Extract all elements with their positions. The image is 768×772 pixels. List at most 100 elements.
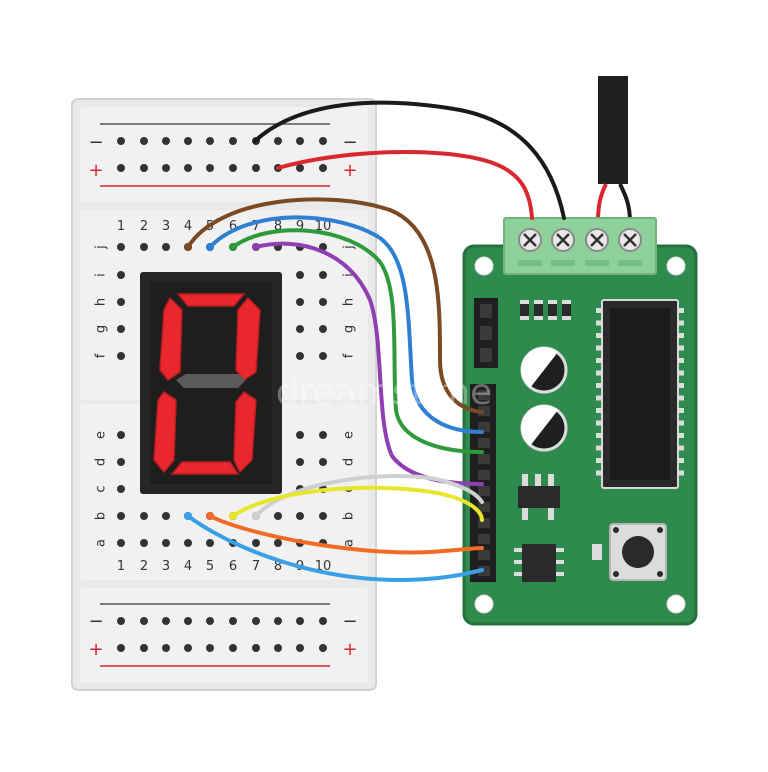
breadboard-hole (117, 617, 125, 625)
small-ic-pin (556, 548, 564, 552)
breadboard-hole (296, 431, 304, 439)
header-pin (478, 534, 490, 544)
screw-cross (556, 233, 570, 247)
breadboard-hole (274, 137, 282, 145)
wire-blue[interactable] (208, 215, 484, 434)
smd-pad (548, 316, 557, 320)
wire-orange[interactable] (208, 514, 484, 555)
capacitor-stripe (521, 347, 558, 388)
top-power-rail (80, 107, 368, 202)
breadboard-hole (117, 458, 125, 466)
column-number: 5 (206, 559, 214, 574)
breadboard-hole (162, 137, 170, 145)
terminal-slot (585, 260, 609, 266)
row-letter: i (94, 273, 109, 277)
ic-pin (678, 408, 684, 413)
small-ic-pin (514, 560, 522, 564)
ic-pin (678, 420, 684, 426)
ic-pin (596, 333, 602, 338)
wire-green[interactable] (231, 228, 484, 454)
column-number: 4 (184, 559, 192, 574)
breadboard-hole (184, 617, 192, 625)
header-pin (478, 518, 490, 528)
mounting-hole (666, 594, 686, 614)
screw-cross (623, 233, 637, 247)
segment-b (235, 296, 261, 382)
ic-pin (596, 320, 602, 326)
push-button-icon[interactable] (609, 523, 667, 581)
row-letter: e (94, 431, 109, 439)
breadboard-hole (274, 644, 282, 652)
breadboard-hole (319, 458, 327, 466)
bottom-rail-plus-right: + (342, 639, 357, 660)
row-letter: j (94, 245, 109, 250)
breadboard-hole (140, 243, 148, 251)
small-ic-pin (556, 560, 564, 564)
breadboard-hole (296, 137, 304, 145)
column-number: 1 (117, 559, 125, 574)
column-number: 3 (162, 559, 170, 574)
smd-resistor-array (520, 300, 571, 320)
breadboard-hole (117, 243, 125, 251)
screw-cross (523, 233, 537, 247)
small-ic-body (522, 544, 556, 582)
regulator-pin (548, 508, 554, 520)
ic-pin (678, 358, 684, 363)
column-number: 6 (229, 559, 237, 574)
column-number: 6 (229, 219, 237, 234)
wire-yellow[interactable] (231, 485, 484, 522)
column-number: 9 (296, 219, 304, 234)
breadboard-hole (319, 644, 327, 652)
row-letter: f (342, 353, 357, 358)
screw-cross (590, 233, 604, 247)
row-letter: g (342, 325, 357, 333)
regulator-body (518, 486, 560, 508)
regulator-pin (548, 474, 554, 486)
breadboard-hole (319, 617, 327, 625)
header-pin (478, 390, 490, 400)
breadboard-hole (296, 458, 304, 466)
header-pin (480, 348, 492, 362)
smd-resistor (562, 302, 571, 318)
button-corner (657, 527, 663, 533)
segment-f (159, 296, 183, 382)
breadboard-hole (229, 644, 237, 652)
button-corner (657, 571, 663, 577)
push-button-cap[interactable] (622, 536, 654, 568)
segment-c (233, 390, 257, 474)
wire-brown[interactable] (186, 197, 484, 414)
breadboard-hole (162, 644, 170, 652)
breadboard-hole (117, 325, 125, 333)
breadboard-hole (319, 512, 327, 520)
seven-segment-display (140, 272, 282, 494)
ic-pin (596, 345, 602, 351)
wire-light-blue[interactable] (186, 514, 484, 583)
breadboard-hole (296, 164, 304, 172)
breadboard-hole (140, 164, 148, 172)
column-number: 7 (252, 559, 260, 574)
smd-pad (534, 316, 543, 320)
column-number: 4 (184, 219, 192, 234)
breadboard-hole (162, 617, 170, 625)
breadboard-hole (252, 539, 260, 547)
ic-pin (678, 470, 684, 476)
row-letter: b (94, 512, 109, 520)
smd-ic-small (514, 544, 564, 582)
breadboard-hole (117, 485, 125, 493)
breadboard-hole (117, 539, 125, 547)
row-letter: d (342, 458, 357, 466)
wire-red[interactable] (276, 150, 534, 220)
chip-icon (596, 299, 684, 489)
header-pin (478, 438, 490, 448)
column-number: 2 (140, 559, 148, 574)
ic-pin (596, 458, 602, 463)
breadboard-hole (229, 137, 237, 145)
top-rail-minus-left: − (88, 132, 103, 153)
row-letter: c (94, 485, 109, 492)
breadboard-hole (117, 271, 125, 279)
column-number: 8 (274, 219, 282, 234)
wire-black[interactable] (253, 100, 566, 220)
terminal-slot (518, 260, 542, 266)
breadboard-hole (117, 352, 125, 360)
